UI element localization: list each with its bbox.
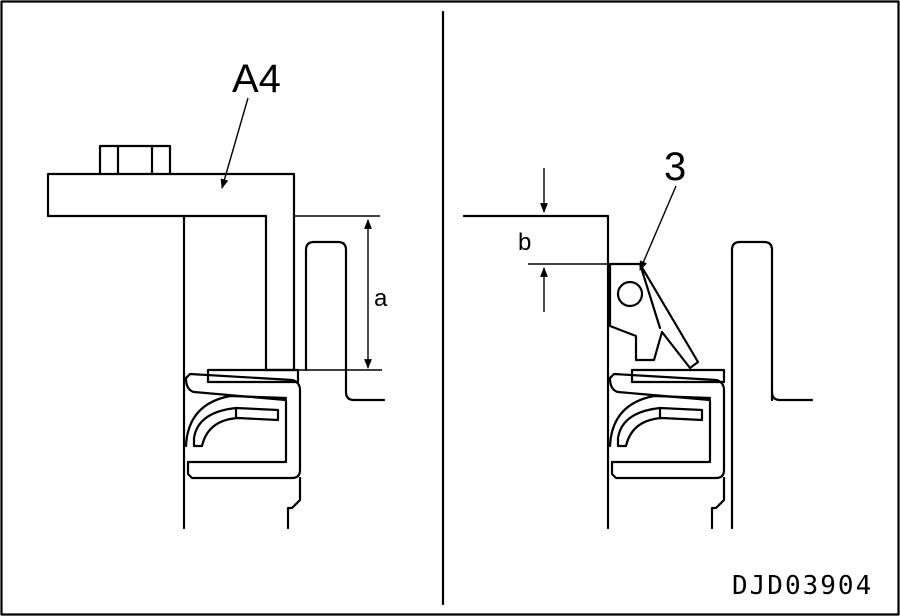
- label-a4: A4: [232, 57, 281, 101]
- dimension-b-label: b: [518, 229, 531, 256]
- dimension-a-label: a: [374, 285, 388, 312]
- spring-ring: [616, 280, 644, 308]
- right-panel: b 3: [462, 145, 814, 530]
- left-panel: a A4: [46, 57, 388, 530]
- bolt-head: [98, 144, 172, 176]
- reference-face: [462, 214, 610, 530]
- groove: [304, 240, 348, 372]
- seal-case: [184, 372, 302, 480]
- leader-a4: [220, 97, 249, 189]
- tool-a4: [46, 172, 296, 372]
- label-3: 3: [664, 145, 686, 189]
- leader-3: [639, 185, 677, 271]
- groove-right: [730, 240, 774, 530]
- seal-3: [608, 262, 700, 370]
- drawing-code: DJD03904: [732, 571, 873, 601]
